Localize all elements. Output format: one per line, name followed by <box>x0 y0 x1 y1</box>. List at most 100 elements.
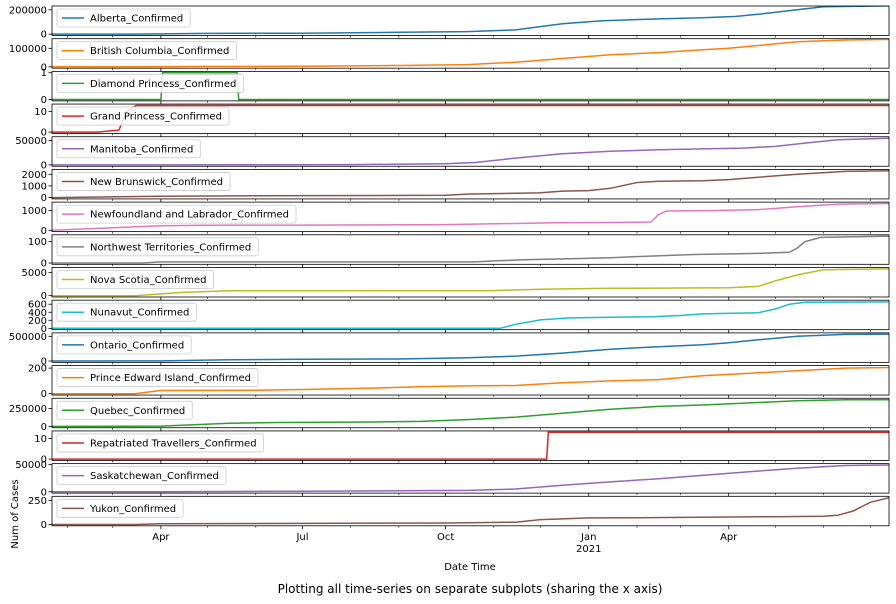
subplot-frame <box>51 70 890 102</box>
subplot-frame <box>51 495 890 527</box>
legend-box <box>56 73 244 93</box>
subplot-frame <box>51 332 890 363</box>
subplot-frame <box>51 169 890 200</box>
x-tick-label: Jul <box>295 532 308 543</box>
subplot-frame <box>51 397 890 429</box>
legend-label: Repatriated Travellers_Confirmed <box>90 438 257 449</box>
y-tick-label: 2000 <box>22 170 47 181</box>
series-line <box>52 301 889 330</box>
series-line <box>52 202 889 232</box>
legend-box <box>56 106 230 126</box>
y-tick-label: 200000 <box>9 5 47 16</box>
legend-label: Grand Princess_Confirmed <box>90 112 222 123</box>
legend-box <box>56 172 231 191</box>
y-tick-label: 50000 <box>15 460 47 471</box>
y-tick-label: 200 <box>28 316 47 327</box>
y-tick-label: 50000 <box>15 136 47 147</box>
legend-box <box>56 139 201 159</box>
y-tick-label: 0 <box>41 193 47 204</box>
legend-label: Yukon_Confirmed <box>89 504 176 515</box>
subplot-frame <box>51 365 890 396</box>
subplot-frame <box>51 234 890 265</box>
legend-label: Diamond Princess_Confirmed <box>90 79 236 90</box>
legend-label: Ontario_Confirmed <box>90 340 184 351</box>
subplot-frame <box>51 463 890 494</box>
subplot-frame <box>51 267 890 298</box>
series-line <box>52 333 889 362</box>
legend-box <box>56 41 237 61</box>
legend-box <box>56 8 191 28</box>
series-line <box>52 6 889 35</box>
series-line <box>52 235 889 264</box>
series-line <box>52 366 889 395</box>
series-line <box>52 38 889 68</box>
y-tick-label: 0 <box>41 455 47 466</box>
y-tick-label: 0 <box>41 30 47 41</box>
x-tick-label: Apr <box>720 532 738 543</box>
subplot: 0 10 Repatriated Travellers_Confirmed <box>34 430 890 466</box>
legend-box <box>56 498 184 518</box>
y-tick-label: 400 <box>28 308 47 319</box>
legend-box <box>56 270 214 289</box>
y-tick-label: 250 <box>28 496 47 507</box>
series-line <box>52 170 889 199</box>
series-line <box>52 268 889 297</box>
x-axis-label: Date Time <box>444 562 496 573</box>
x-tick-label: Oct <box>437 532 454 543</box>
y-tick-label: 0 <box>41 324 47 335</box>
y-tick-label: 0 <box>41 291 47 302</box>
subplot-frame <box>51 5 890 36</box>
series-line <box>52 431 889 460</box>
legend-label: Nunavut_Confirmed <box>90 308 189 319</box>
subplot-frame <box>51 299 890 331</box>
x-tick-label: Apr <box>152 532 170 543</box>
y-tick-label: 0 <box>41 160 47 171</box>
series-line <box>52 496 889 526</box>
y-tick-label: 100000 <box>9 44 47 55</box>
subplot-frame <box>51 103 890 134</box>
legend-label: Alberta_Confirmed <box>90 14 183 25</box>
legend-box <box>56 302 197 322</box>
legend-box <box>56 433 264 453</box>
subplot-frame <box>51 136 890 167</box>
subplot-frame <box>51 430 890 461</box>
y-tick-label: 0 <box>41 259 47 270</box>
y-tick-label: 0 <box>41 226 47 237</box>
legend-label: Northwest Territories_Confirmed <box>90 242 251 253</box>
legend-box <box>56 335 192 355</box>
subplot-frame <box>51 201 890 233</box>
y-tick-label: 200 <box>28 364 47 375</box>
y-tick-label: 250000 <box>9 404 47 415</box>
series-line <box>52 464 889 493</box>
y-tick-label: 10 <box>34 434 47 445</box>
y-tick-label: 100 <box>28 237 47 248</box>
subplot: 0 100 Northwest Territories_Confirmed <box>28 234 890 270</box>
legend-box <box>56 466 227 486</box>
legend-label: Newfoundland and Labrador_Confirmed <box>90 210 289 221</box>
y-axis-label: Num of Cases <box>10 479 21 548</box>
subplot-frame <box>51 38 890 69</box>
y-tick-label: 1 <box>41 68 47 79</box>
y-tick-label: 10 <box>34 107 47 118</box>
y-tick-label: 0 <box>41 62 47 73</box>
series-line <box>52 137 889 166</box>
y-tick-label: 600 <box>28 300 47 311</box>
series-line <box>52 71 889 101</box>
y-tick-label: 0 <box>41 95 47 106</box>
figure-title: Plotting all time-series on separate sub… <box>278 582 663 596</box>
